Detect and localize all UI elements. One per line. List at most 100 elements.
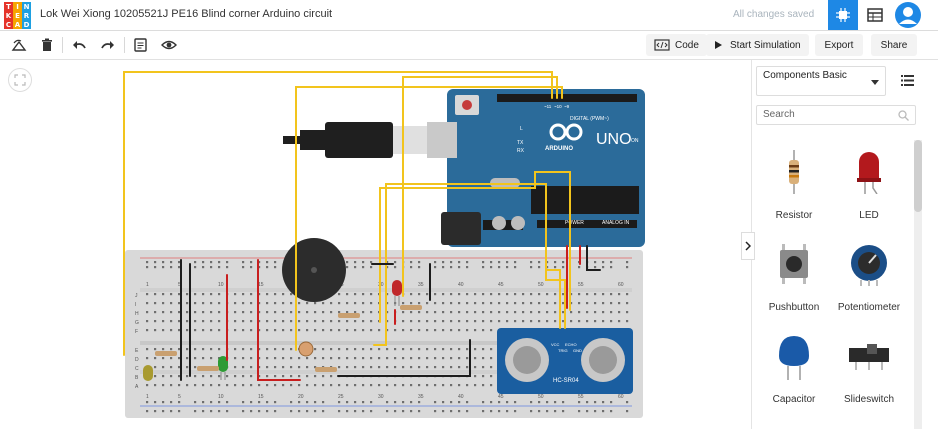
user-avatar[interactable] — [892, 0, 924, 30]
usb-cable[interactable] — [283, 122, 457, 158]
search-placeholder: Search — [763, 109, 795, 120]
caret-down-icon — [871, 80, 879, 85]
column-number: 50 — [538, 282, 544, 288]
component-category-label: Components Basic — [763, 70, 847, 81]
component-category-dropdown[interactable]: Components Basic — [756, 66, 886, 96]
save-status: All changes saved — [733, 9, 815, 20]
redo-icon — [101, 41, 114, 49]
circuit-canvas[interactable]: 1155101015152020252530303535404045455050… — [0, 60, 747, 429]
logo-letter: K — [4, 11, 13, 20]
component-label: Capacitor — [772, 394, 816, 405]
pin-label-11: ~11 — [544, 104, 552, 109]
zoom-to-fit-button[interactable] — [8, 68, 32, 92]
row-label-g: G — [135, 320, 139, 326]
column-number: 45 — [498, 282, 504, 288]
board-analog-label: ANALOG IN — [602, 220, 630, 226]
start-simulation-button[interactable]: Start Simulation — [706, 34, 809, 56]
logo-letter: I — [13, 2, 22, 11]
row-label-h: H — [135, 311, 139, 317]
delete-button[interactable] — [36, 35, 58, 55]
panel-scrollbar[interactable] — [914, 140, 922, 429]
arduino-uno-board[interactable]: UNO ARDUINO DIGITAL (PWM~) ANALOG IN POW… — [441, 89, 645, 247]
schematic-view-button[interactable] — [860, 0, 890, 30]
chip-icon — [836, 8, 850, 22]
column-number: 20 — [298, 394, 304, 400]
row-label-f: F — [135, 329, 138, 335]
row-label-e: E — [135, 348, 139, 354]
rotate-icon — [11, 39, 27, 51]
yellow-led[interactable] — [143, 365, 153, 381]
column-number: 1 — [146, 282, 149, 288]
undo-button[interactable] — [68, 35, 90, 55]
column-number: 35 — [418, 282, 424, 288]
circuit-view-button[interactable] — [828, 0, 858, 30]
export-button[interactable]: Export — [815, 34, 863, 56]
logo-letter: A — [13, 20, 22, 29]
wires[interactable] — [123, 71, 601, 381]
pin-label-10: ~10 — [554, 104, 562, 109]
capacitor-icon — [779, 336, 809, 380]
column-number: 40 — [458, 282, 464, 288]
column-number: 60 — [618, 394, 624, 400]
avatar-icon — [895, 2, 921, 28]
column-number: 5 — [178, 394, 181, 400]
share-button[interactable]: Share — [871, 34, 917, 56]
list-icon — [901, 75, 914, 86]
ultrasonic-sensor[interactable]: HC-SR04 VCC TRIG ECHO GND — [497, 328, 633, 394]
board-brand: UNO — [596, 131, 632, 148]
column-number: 40 — [458, 394, 464, 400]
collapse-panel-button[interactable] — [741, 232, 755, 260]
logo-letter: C — [4, 20, 13, 29]
fit-view-icon — [14, 74, 26, 86]
logo-letter: R — [22, 11, 31, 20]
notes-button[interactable] — [129, 35, 151, 55]
edit-toolbar: Code Start Simulation Export Share — [0, 31, 938, 60]
code-button[interactable]: Code — [646, 34, 707, 56]
component-label: Potentiometer — [837, 302, 901, 313]
row-label-j: J — [135, 293, 138, 299]
sensor-pin-echo: ECHO — [565, 342, 577, 347]
eye-icon — [161, 40, 177, 50]
resistor[interactable] — [197, 366, 219, 371]
list-view-button[interactable] — [901, 73, 914, 91]
sensor-pin-trig: TRIG — [558, 348, 568, 353]
pushbutton-icon — [780, 244, 808, 284]
project-title[interactable]: Lok Wei Xiong 10205521J PE16 Blind corne… — [40, 8, 333, 20]
row-label-a: A — [135, 384, 139, 390]
resistor[interactable] — [338, 313, 360, 318]
redo-button[interactable] — [97, 35, 119, 55]
row-label-c: C — [135, 366, 139, 372]
resistor[interactable] — [155, 351, 177, 356]
column-number: 10 — [218, 394, 224, 400]
board-power-label: POWER — [565, 220, 584, 226]
photoresistor[interactable] — [298, 341, 314, 357]
panel-scroll-thumb[interactable] — [914, 140, 922, 212]
pin-label-9: ~9 — [564, 104, 570, 109]
board-digital-label: DIGITAL (PWM~) — [570, 116, 609, 122]
component-label: Pushbutton — [768, 302, 820, 313]
column-number: 55 — [578, 282, 584, 288]
resistor[interactable] — [315, 367, 337, 372]
notes-icon — [133, 38, 147, 52]
column-number: 15 — [258, 282, 264, 288]
logo-letter: T — [4, 2, 13, 11]
trash-icon — [42, 38, 52, 51]
sensor-label: HC-SR04 — [553, 378, 579, 384]
board-arduino-label: ARDUINO — [545, 146, 573, 152]
component-search-input[interactable]: Search — [756, 105, 916, 125]
red-led[interactable] — [392, 280, 402, 306]
green-led[interactable] — [218, 356, 228, 380]
board-tx-label: TX — [517, 140, 524, 146]
board-on-label: ON — [631, 138, 639, 144]
rotate-button[interactable] — [8, 35, 30, 55]
visibility-button[interactable] — [158, 35, 180, 55]
piezo-buzzer[interactable] — [282, 238, 346, 302]
column-number: 15 — [258, 394, 264, 400]
resistor[interactable] — [400, 305, 422, 310]
export-label: Export — [824, 39, 854, 51]
table-icon — [867, 8, 883, 22]
column-number: 10 — [218, 282, 224, 288]
sensor-pin-vcc: VCC — [551, 342, 560, 347]
column-number: 30 — [378, 394, 384, 400]
